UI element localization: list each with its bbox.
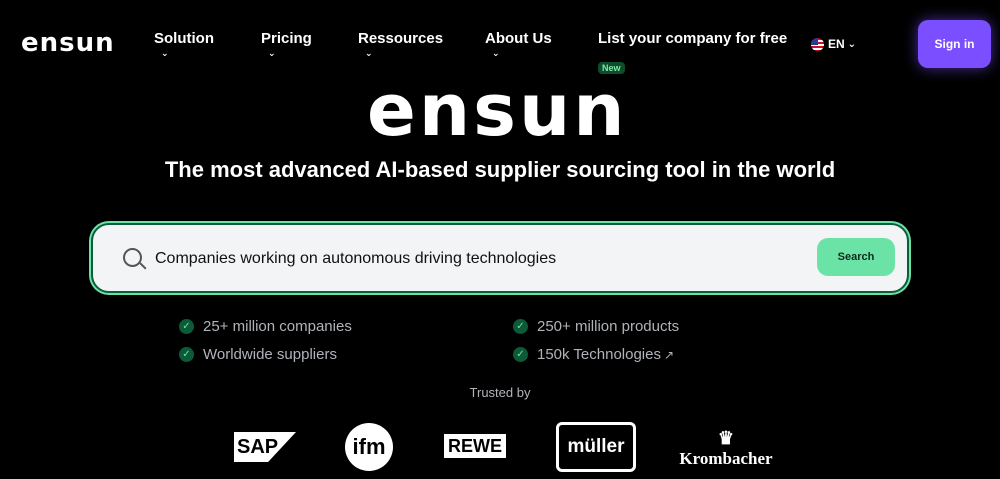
crest-icon: ♛ <box>717 428 735 448</box>
trusted-by-label: Trusted by <box>469 385 531 400</box>
feature-label: Worldwide suppliers <box>203 346 337 363</box>
check-icon: ✓ <box>513 319 528 334</box>
nav-pricing-label: Pricing <box>261 30 312 47</box>
feature-item: ✓ Worldwide suppliers <box>179 346 337 363</box>
us-flag-icon <box>811 37 824 51</box>
list-company-label: List your company for free <box>598 30 788 47</box>
feature-label: 250+ million products <box>537 318 680 335</box>
nav-about-us[interactable]: About Us ⌄ <box>485 30 552 58</box>
chevron-down-icon: ⌄ <box>847 38 857 50</box>
language-selector[interactable]: EN ⌄ <box>811 37 856 51</box>
nav-about-us-label: About Us <box>485 30 552 47</box>
tagline: The most advanced AI-based supplier sour… <box>164 157 836 182</box>
top-nav: ensun Solution ⌄ Pricing ⌄ Ressources ⌄ … <box>0 0 1000 90</box>
search-button[interactable]: Search <box>817 238 895 276</box>
search-icon <box>123 248 142 267</box>
check-icon: ✓ <box>513 347 528 362</box>
chevron-down-icon: ⌄ <box>365 48 373 58</box>
feature-item: ✓ 25+ million companies <box>179 318 352 335</box>
muller-logo: müller <box>556 422 636 472</box>
search-input[interactable] <box>155 245 795 273</box>
feature-item: ✓ 250+ million products <box>513 318 679 335</box>
nav-ressources[interactable]: Ressources ⌄ <box>358 30 444 58</box>
language-label: EN <box>828 37 845 51</box>
new-badge: New <box>598 62 625 74</box>
feature-label: 25+ million companies <box>203 318 352 335</box>
nav-solution[interactable]: Solution ⌄ <box>154 30 214 58</box>
chevron-down-icon: ⌄ <box>268 48 276 58</box>
feature-technologies-link[interactable]: ✓ 150k Technologies ↗ <box>513 346 674 363</box>
nav-list-company[interactable]: List your company for free New <box>598 30 788 74</box>
krombacher-label: Krombacher <box>679 449 773 468</box>
check-icon: ✓ <box>179 319 194 334</box>
ifm-logo: ifm <box>345 423 393 471</box>
check-icon: ✓ <box>179 347 194 362</box>
feature-label: 150k Technologies <box>537 346 661 363</box>
nav-solution-label: Solution <box>154 30 214 47</box>
rewe-logo: REWE <box>444 434 506 458</box>
external-link-arrow-icon: ↗ <box>663 347 675 362</box>
chevron-down-icon: ⌄ <box>492 48 500 58</box>
logo[interactable]: ensun <box>21 28 115 58</box>
hero-logo: ensun <box>367 68 628 152</box>
chevron-down-icon: ⌄ <box>161 48 169 58</box>
sap-logo: SAP <box>234 432 296 462</box>
krombacher-logo: ♛ Krombacher <box>679 422 772 474</box>
nav-pricing[interactable]: Pricing ⌄ <box>261 30 312 58</box>
sign-in-button[interactable]: Sign in <box>918 20 991 68</box>
nav-ressources-label: Ressources <box>358 30 444 47</box>
search-bar: Search <box>91 223 909 293</box>
